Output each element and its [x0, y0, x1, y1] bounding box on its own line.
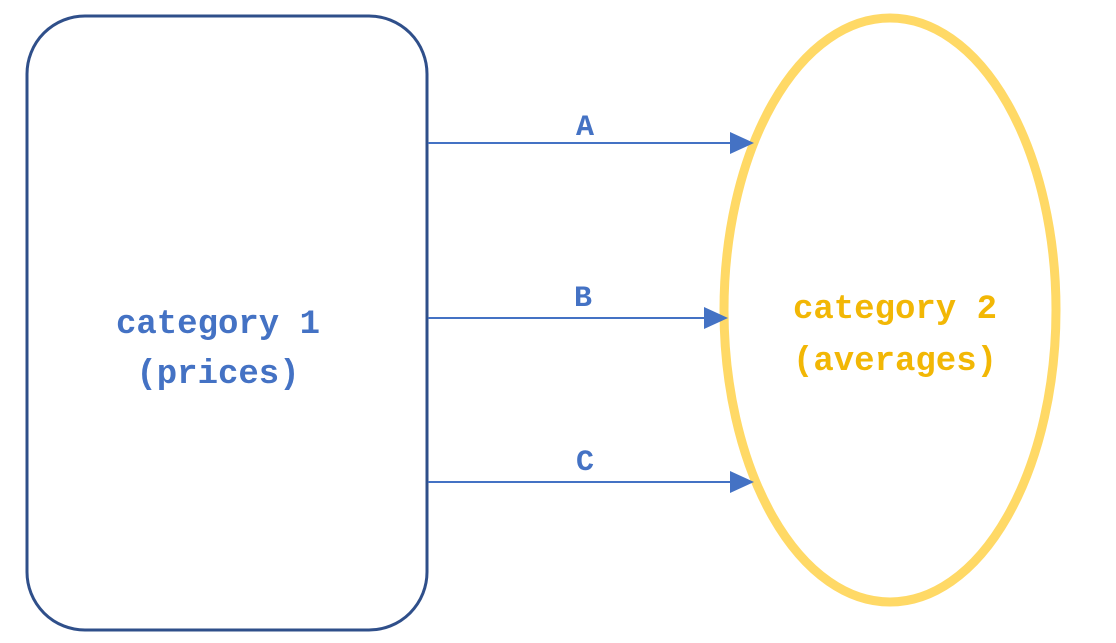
edge-a-label: A — [576, 111, 594, 145]
category-2-title: category 2 — [793, 291, 997, 329]
category-1-box — [25, 14, 429, 632]
edge-b: B — [428, 282, 728, 329]
category-1-subtitle: (prices) — [136, 356, 299, 394]
edge-a: A — [428, 111, 754, 154]
edge-b-label: B — [574, 282, 592, 316]
edge-c: C — [428, 446, 754, 493]
category-2-node: category 2 (averages) — [719, 13, 1061, 607]
category-1-title: category 1 — [116, 306, 320, 344]
edge-c-label: C — [576, 446, 594, 480]
category-2-subtitle: (averages) — [793, 343, 997, 381]
category-1-node: category 1 (prices) — [25, 14, 429, 632]
